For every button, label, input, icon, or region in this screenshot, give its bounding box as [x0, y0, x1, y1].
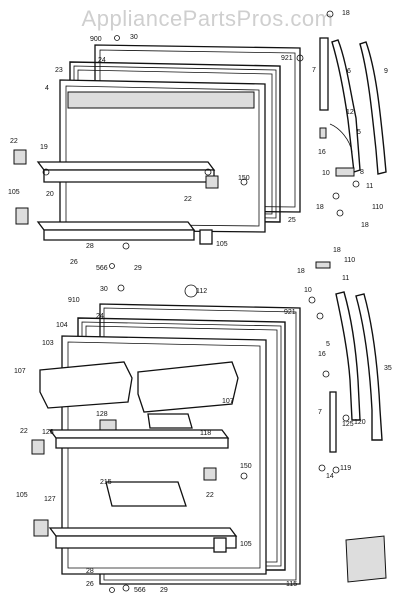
callout-28b: 28 — [86, 568, 94, 575]
callout-23: 23 — [55, 67, 63, 74]
callout-215: 215 — [100, 479, 112, 486]
callout-18b: 18 — [316, 204, 324, 211]
callout-126: 126 — [42, 429, 54, 436]
callout-112: 112 — [196, 288, 207, 295]
callout-118: 118 — [200, 430, 211, 437]
callout-105c: 105 — [16, 492, 28, 499]
callout-18c: 18 — [361, 222, 369, 229]
callout-921b: 921 — [284, 309, 296, 316]
callout-5b: 5 — [326, 341, 330, 348]
callout-22: 22 — [10, 138, 18, 145]
callout-24b: 24 — [96, 313, 104, 320]
parts-label-card — [345, 535, 387, 583]
fresh-food-door-shelves — [48, 429, 238, 553]
watermark-text: AppliancePartsPros.com — [81, 6, 334, 31]
callout-107: 107 — [14, 368, 26, 375]
callout-900: 900 — [90, 36, 102, 43]
callout-28: 28 — [86, 243, 94, 250]
callout-110b: 110 — [344, 257, 355, 264]
callout-107b: 107 — [222, 398, 234, 405]
callout-120: 120 — [354, 419, 366, 426]
callout-7: 7 — [312, 67, 316, 74]
callout-22d: 22 — [206, 492, 214, 499]
callout-5: 5 — [357, 129, 361, 136]
callout-19: 19 — [40, 144, 48, 151]
callout-104: 104 — [56, 322, 68, 329]
callout-910: 910 — [68, 297, 80, 304]
callout-22c: 22 — [20, 428, 28, 435]
callout-6: 6 — [347, 68, 351, 75]
callout-566: 566 — [96, 265, 108, 272]
callout-16b: 16 — [318, 351, 326, 358]
callout-7b: 7 — [318, 409, 322, 416]
callout-921: 921 — [281, 55, 293, 62]
callout-8: 8 — [360, 169, 364, 176]
callout-30b: 30 — [100, 286, 108, 293]
callout-26b: 26 — [86, 581, 94, 588]
callout-125: 125 — [342, 421, 354, 428]
freezer-shelf-end-caps — [13, 149, 219, 225]
callout-25: 25 — [288, 217, 296, 224]
callout-18e: 18 — [297, 268, 305, 275]
callout-566b: 566 — [134, 587, 146, 594]
callout-14: 14 — [326, 473, 334, 480]
callout-26: 26 — [70, 259, 78, 266]
callout-105d: 105 — [240, 541, 252, 548]
callout-30: 30 — [130, 34, 138, 41]
callout-103: 103 — [42, 340, 54, 347]
callout-128: 128 — [96, 411, 108, 418]
callout-127: 127 — [44, 496, 56, 503]
freezer-door-shelf-upper — [36, 161, 216, 183]
callout-10b: 10 — [304, 287, 312, 294]
freezer-door-liner — [59, 79, 266, 233]
callout-9: 9 — [384, 68, 388, 75]
fresh-food-hinge-parts — [308, 261, 383, 474]
dairy-compartment-doors — [39, 361, 239, 435]
callout-110: 110 — [372, 204, 383, 211]
freezer-hinge-parts — [319, 10, 387, 217]
callout-150: 150 — [238, 175, 250, 182]
callout-10: 10 — [322, 170, 330, 177]
callout-11: 11 — [366, 183, 373, 190]
callout-12: 12 — [346, 109, 354, 116]
callout-29: 29 — [134, 265, 142, 272]
freezer-door-shelf-lower — [36, 221, 213, 245]
callout-24: 24 — [98, 57, 106, 64]
callout-29b: 29 — [160, 587, 168, 594]
callout-18: 18 — [342, 10, 350, 17]
fresh-food-shelf-end-caps — [31, 439, 217, 537]
callout-16: 16 — [318, 149, 326, 156]
callout-20: 20 — [46, 191, 54, 198]
callout-105: 105 — [8, 189, 20, 196]
callout-115: 115 — [286, 581, 297, 588]
callout-4: 4 — [45, 85, 49, 92]
callout-35: 35 — [384, 365, 392, 372]
callout-105b: 105 — [216, 241, 228, 248]
callout-22b: 22 — [184, 196, 192, 203]
callout-11b: 11 — [342, 275, 349, 282]
callout-18d: 18 — [333, 247, 341, 254]
callout-150b: 150 — [240, 463, 252, 470]
freezer-screws — [109, 35, 304, 269]
fresh-food-screws — [109, 284, 248, 593]
callout-119: 119 — [340, 465, 351, 472]
